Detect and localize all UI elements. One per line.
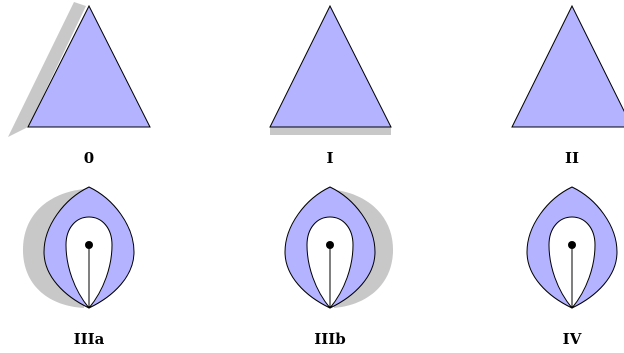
shadow-region [270,127,391,135]
triangle-shape [269,4,392,128]
panel-IV: IV [526,186,618,348]
triangle-shape [511,4,624,128]
panel-II: II [511,4,624,167]
center-dot [85,241,93,249]
panel-label: I [326,149,333,167]
panel-label: 0 [84,149,94,167]
center-dot [326,241,334,249]
panel-IIIb: IIIb [284,186,394,348]
panel-IIIa: IIIa [22,186,135,348]
panel-label: IIIb [314,330,346,348]
triangle-shape [27,4,151,128]
panel-label: IV [563,330,582,348]
panel-label: II [565,149,579,167]
shadow-region [8,2,86,137]
center-dot [568,241,576,249]
panel-I: I [269,4,392,167]
panel-0: 0 [8,2,151,167]
panel-label: IIIa [74,330,105,348]
